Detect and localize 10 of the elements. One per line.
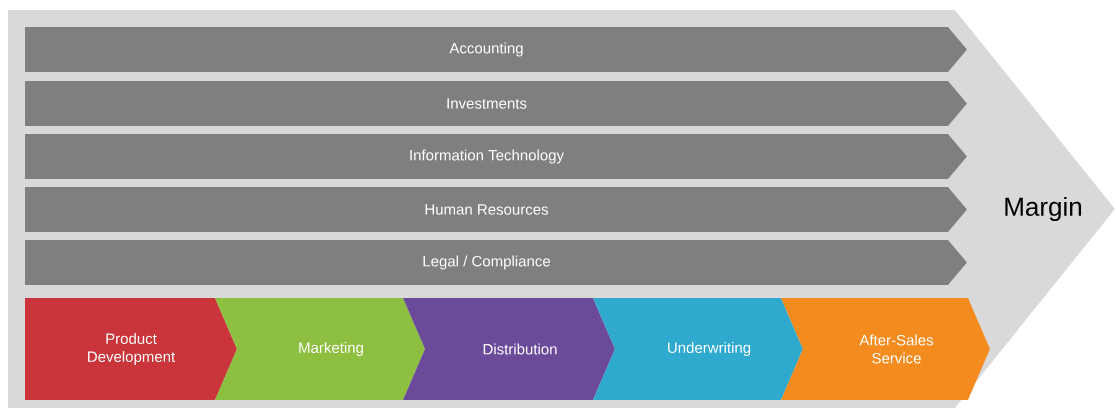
support-bar: Information Technology [25, 134, 967, 179]
process-step: After-Sales Service [781, 298, 990, 400]
process-step: Underwriting [593, 298, 803, 400]
process-step: Distribution [403, 298, 615, 400]
support-bar: Accounting [25, 27, 967, 72]
process-step: Product Development [25, 298, 237, 400]
support-bar: Human Resources [25, 187, 967, 232]
support-bar: Legal / Compliance [25, 240, 967, 285]
support-bar: Investments [25, 81, 967, 126]
process-step: Marketing [215, 298, 425, 400]
